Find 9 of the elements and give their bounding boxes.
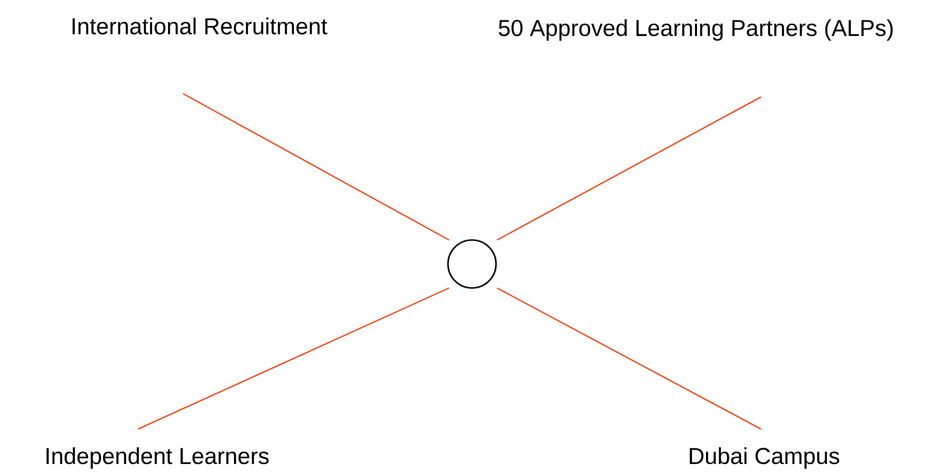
- node-label: International Recruitment: [72, 18, 328, 34]
- circle-shape: [447, 239, 497, 289]
- connector-line: [182, 93, 450, 241]
- connector-line: [496, 287, 762, 430]
- connector-line: [138, 287, 450, 430]
- node-label: Independent Learners: [46, 447, 269, 469]
- node-label: Dubai Campus: [690, 447, 840, 469]
- connector-line: [496, 96, 762, 241]
- node-label: 50 Approved Learning Partners (ALPs): [498, 19, 893, 41]
